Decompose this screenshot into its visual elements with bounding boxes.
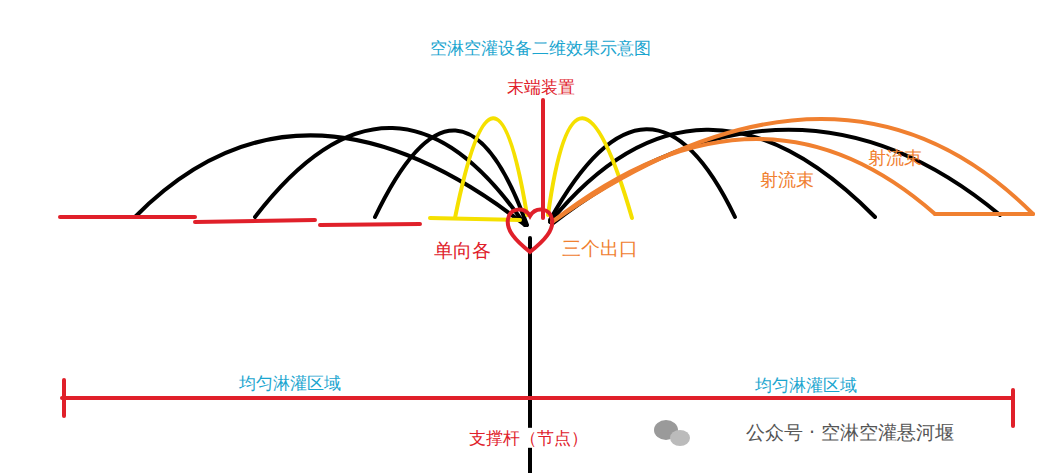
watermark-icon [670, 430, 690, 446]
spray-arch [255, 128, 525, 225]
watermark: 公众号 · 空淋空灌悬河堰 [746, 421, 954, 444]
ground-line [60, 215, 195, 219]
end-device [541, 100, 545, 218]
rod-label: 支撑杆（节点） [467, 428, 590, 448]
area-tick [62, 380, 66, 416]
area-label: 均匀淋灌区域 [237, 373, 343, 393]
jet-beam [935, 212, 1033, 216]
part-label: 末端装置 [507, 77, 575, 97]
ground-line [195, 220, 315, 222]
yellow-arch [548, 118, 632, 218]
ground-line [320, 224, 420, 225]
spray-arch [375, 130, 527, 225]
diagram-title: 空淋空灌设备二维效果示意图 [430, 38, 651, 58]
jet-label: 射流束 [868, 147, 922, 169]
jet-label: 射流束 [760, 169, 814, 191]
yellow-arch [455, 118, 527, 218]
area-tick [1011, 390, 1015, 426]
area-label: 均匀淋灌区域 [753, 375, 859, 395]
outlet-label: 单向各 [434, 239, 491, 262]
jet-beam [552, 139, 935, 222]
area-line [62, 396, 1013, 400]
outlet-label: 三个出口 [562, 237, 638, 260]
spray-arch [135, 135, 525, 225]
heart-node [508, 210, 553, 252]
jet-beam [552, 119, 1033, 222]
